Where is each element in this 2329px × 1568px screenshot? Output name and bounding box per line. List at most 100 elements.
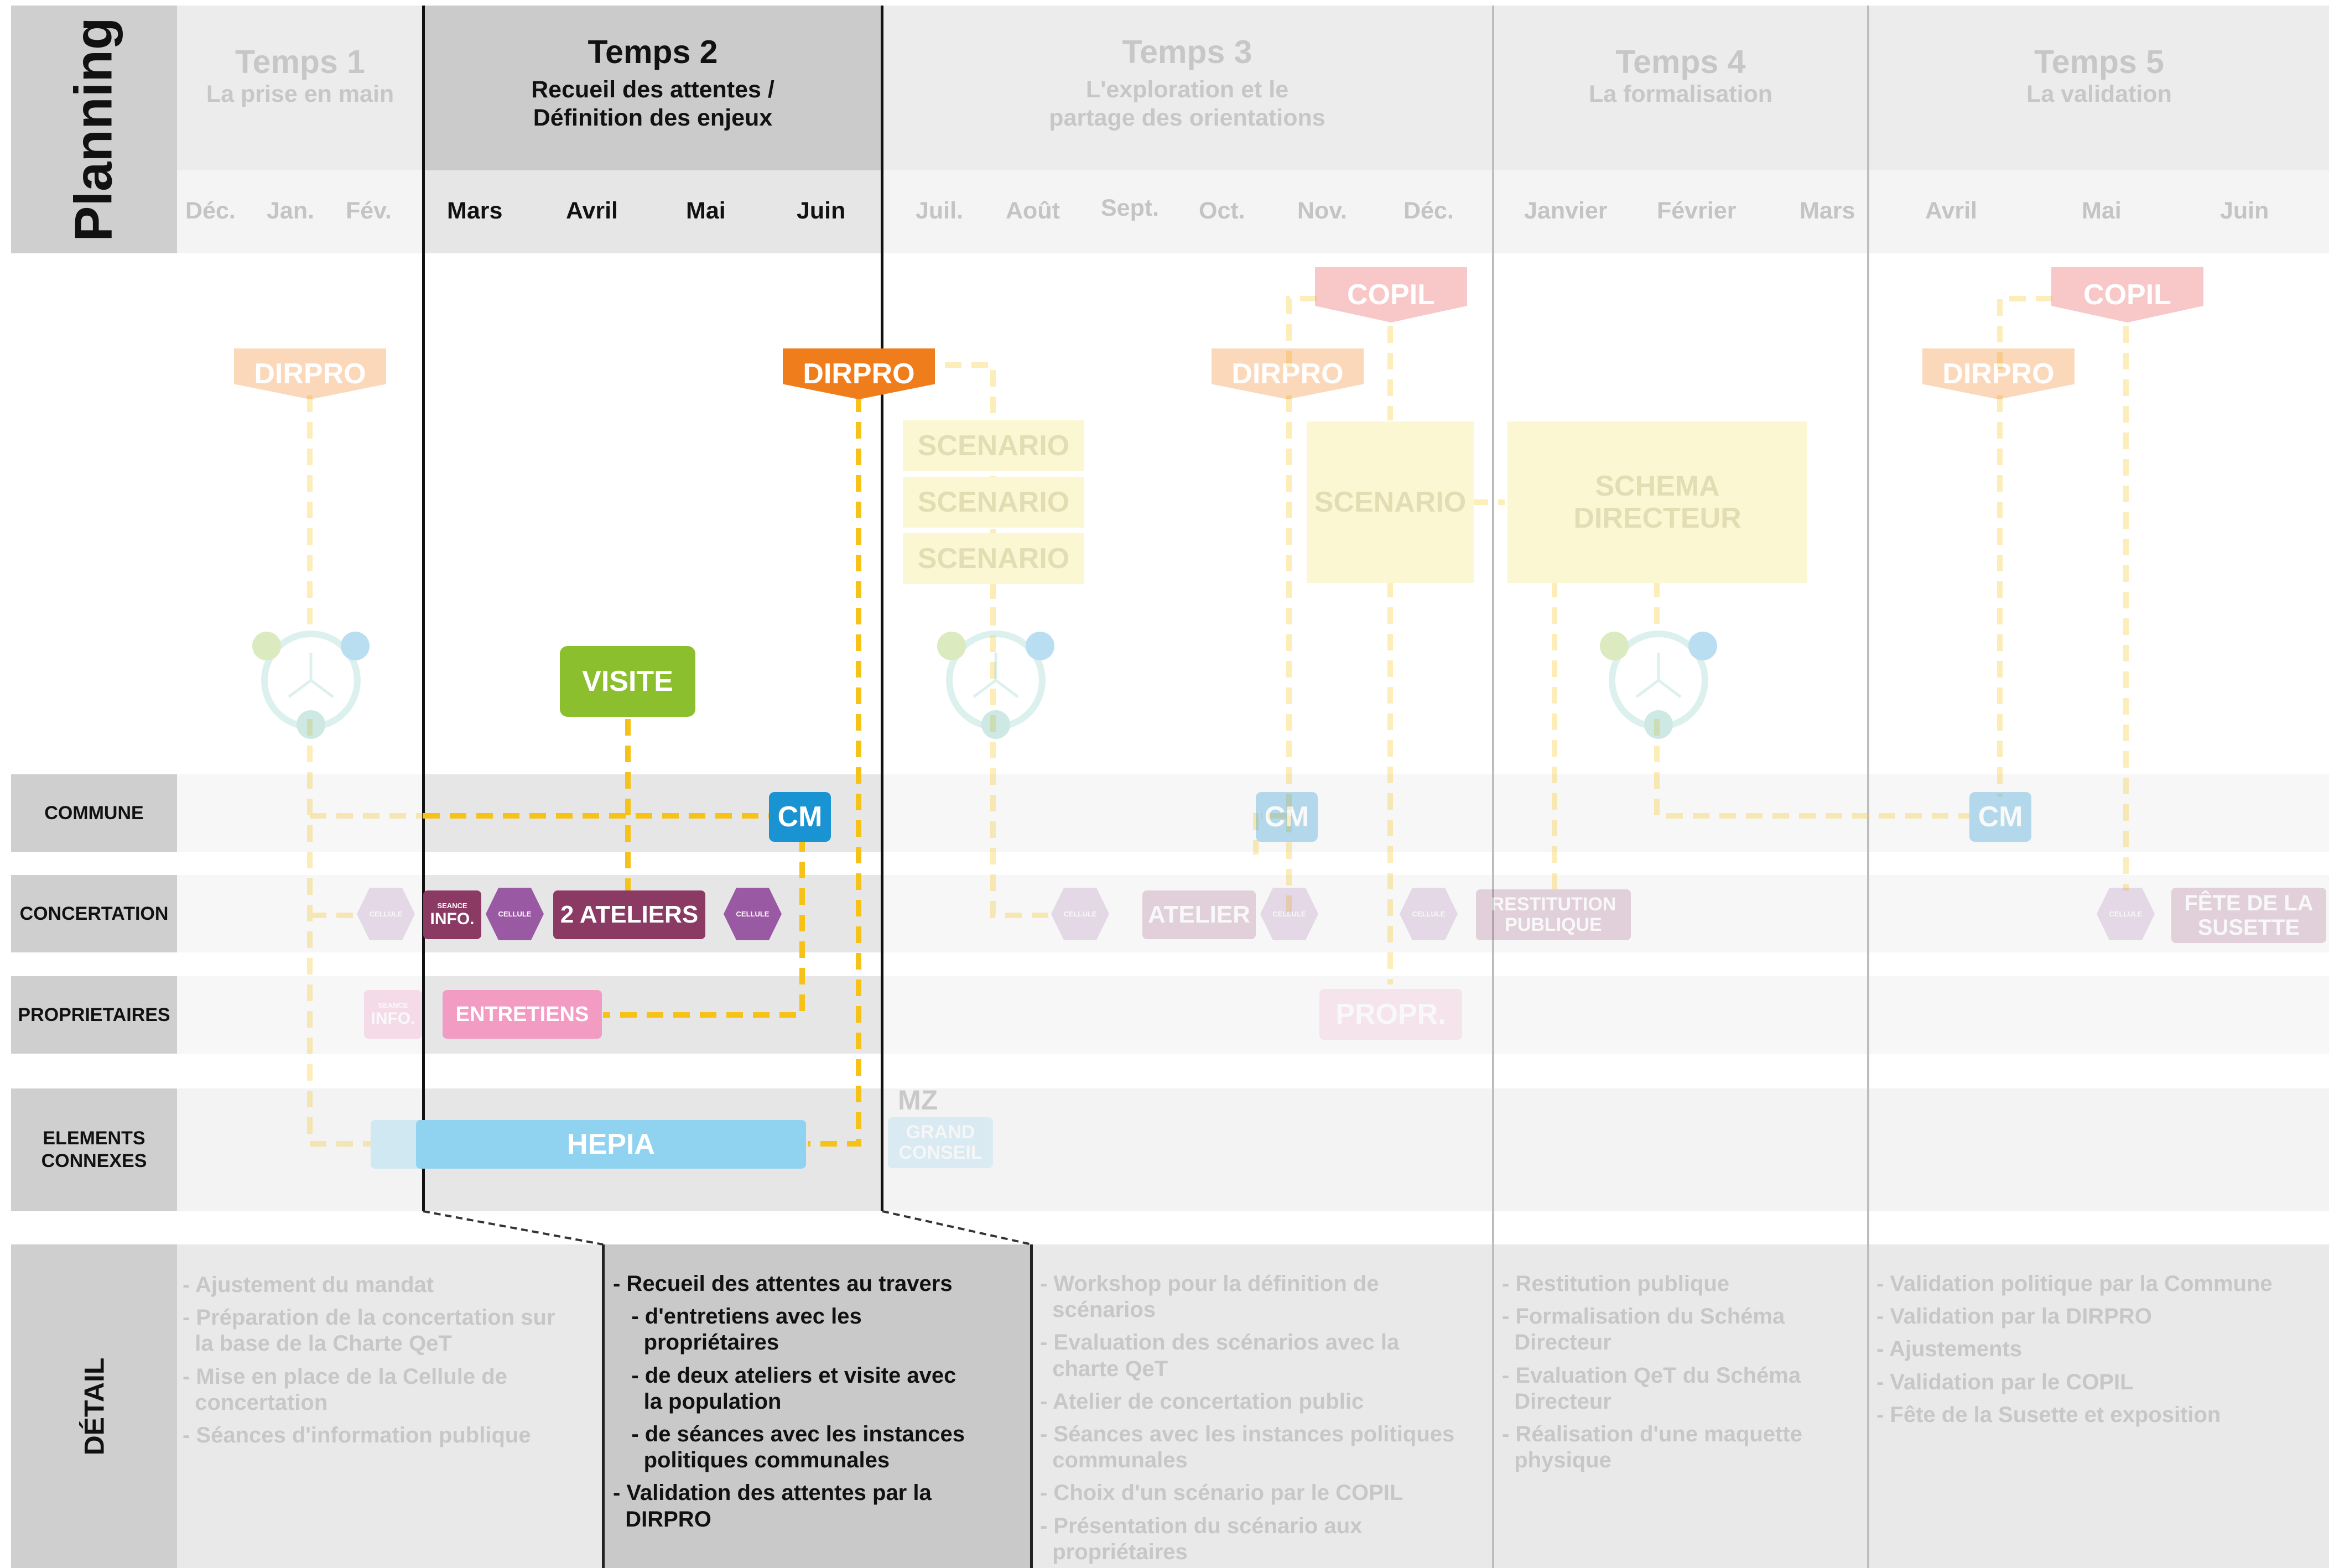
- row-label-elements: ELEMENTS CONNEXES: [11, 1088, 177, 1211]
- month-avril2: Avril: [1925, 197, 1977, 224]
- detail-3-item: - Workshop pour la définition de scénari…: [1040, 1272, 1379, 1322]
- detail-3-item: - Présentation du scénario aux propriéta…: [1040, 1513, 1363, 1564]
- detail-3-item: - Choix d'un scénario par le COPIL: [1040, 1481, 1403, 1506]
- phase-1-title: Temps 1: [235, 44, 365, 80]
- restitution-box: RESTITUTION PUBLIQUE: [1476, 889, 1631, 940]
- phase-5-title: Temps 5: [2034, 44, 2164, 80]
- month-juin: Juin: [797, 197, 846, 224]
- phase-5-header: Temps 5 La validation: [1869, 44, 2329, 108]
- phase-2-header: Temps 2 Recueil des attentes / Définitio…: [423, 34, 882, 132]
- month-juil: Juil.: [916, 197, 964, 224]
- detail-label-box: DÉTAIL: [11, 1244, 177, 1568]
- charte-qet-icon-2: [937, 631, 1054, 739]
- month-sept: Sept.: [1101, 195, 1160, 221]
- planning-label: Planning: [64, 17, 124, 242]
- detail-3-item: - Atelier de concertation public: [1040, 1389, 1364, 1414]
- seance-label: SEANCE: [437, 901, 467, 910]
- cm-box-t2: CM: [769, 792, 831, 842]
- scenario-box-2: SCENARIO: [903, 477, 1084, 528]
- phase-4-subtitle: La formalisation: [1588, 80, 1773, 107]
- detail-3-item: - Evaluation des scénarios avec la chart…: [1040, 1330, 1400, 1381]
- phase-5-subtitle: La validation: [2026, 80, 2172, 107]
- grand-conseil-box: GRAND CONSEIL: [888, 1117, 993, 1168]
- phase-2-subtitle: Recueil des attentes / Définition des en…: [531, 76, 774, 131]
- detail-col-2: - Recueil des attentes au travers - d'en…: [613, 1271, 1028, 1539]
- detail-3-item: - Séances avec les instances politiques …: [1040, 1421, 1455, 1473]
- cellule-hex-t5: CELLULE: [2097, 888, 2155, 940]
- visite-box: VISITE: [560, 646, 695, 717]
- propr-box: PROPR.: [1319, 989, 1462, 1040]
- detail-2-item: - de séances avec les instances politiqu…: [631, 1421, 965, 1473]
- cellule-hex-t2a: CELLULE: [486, 888, 544, 940]
- dirpro-tag-t3: DIRPRO: [1212, 348, 1364, 399]
- detail-5-item: - Validation politique par la Commune: [1876, 1272, 2273, 1296]
- cellule-hex-t3a: CELLULE: [1051, 888, 1109, 940]
- phase-4-header: Temps 4 La formalisation: [1494, 44, 1867, 108]
- planning-label-box: Planning: [11, 6, 177, 253]
- month-mars2: Mars: [1800, 197, 1855, 224]
- cm-box-t3: CM: [1256, 792, 1318, 842]
- cellule-hex-t3c: CELLULE: [1400, 888, 1458, 940]
- detail-4-item: - Réalisation d'une maquette physique: [1502, 1421, 1802, 1473]
- ateliers-box: 2 ATELIERS: [553, 890, 705, 939]
- temps2-months-active: [423, 170, 882, 253]
- seance-info-box-t1: SEANCE INFO.: [364, 990, 422, 1039]
- detail-label: DÉTAIL: [79, 1357, 110, 1455]
- cellule-hex-t3b: CELLULE: [1260, 888, 1318, 940]
- row-label-proprietaires: PROPRIETAIRES: [11, 976, 177, 1054]
- atelier-box-t3: ATELIER: [1142, 890, 1256, 939]
- row-label-concertation: CONCERTATION: [11, 875, 177, 952]
- fete-box: FÊTE DE LA SUSETTE: [2171, 888, 2326, 943]
- phase-1-subtitle: La prise en main: [206, 80, 394, 107]
- detail-2-item: - d'entretiens avec les propriétaires: [631, 1304, 862, 1355]
- month-dec2: Déc.: [1403, 197, 1454, 224]
- dirpro-tag-t2: DIRPRO: [783, 348, 935, 399]
- detail-1-item: - Ajustement du mandat: [183, 1273, 434, 1297]
- month-fev: Fév.: [346, 197, 392, 224]
- entretiens-box: ENTRETIENS: [443, 990, 602, 1039]
- month-fevrier: Février: [1657, 197, 1737, 224]
- phase-3-header: Temps 3 L'exploration et le partage des …: [882, 34, 1492, 132]
- detail-4-item: - Evaluation QeT du Schéma Directeur: [1502, 1363, 1801, 1414]
- detail-col-4: - Restitution publique - Formalisation d…: [1502, 1271, 1862, 1480]
- copil-tag-t5: COPIL: [2051, 267, 2203, 322]
- month-mai2: Mai: [2082, 197, 2122, 224]
- phase-4-title: Temps 4: [1615, 44, 1746, 80]
- temps2-frame-left: [422, 6, 425, 1211]
- detail-2-item: - Validation des attentes par la DIRPRO: [613, 1481, 932, 1531]
- seance-label: SEANCE: [378, 1001, 408, 1009]
- month-oct: Oct.: [1199, 197, 1245, 224]
- month-juin2: Juin: [2220, 197, 2269, 224]
- month-dec: Déc.: [185, 197, 236, 224]
- scenario-box-3: SCENARIO: [903, 533, 1084, 584]
- detail-5-item: - Fête de la Susette et exposition: [1876, 1402, 2221, 1427]
- charte-qet-icon-1: [252, 631, 370, 739]
- detail-1-item: - Mise en place de la Cellule de concert…: [183, 1364, 507, 1415]
- row-label-commune: COMMUNE: [11, 774, 177, 852]
- month-mai: Mai: [686, 197, 726, 224]
- scenario-box-chosen: SCENARIO: [1307, 421, 1474, 583]
- month-aout: Août: [1006, 197, 1060, 224]
- schema-directeur-box: SCHEMA DIRECTEUR: [1507, 421, 1807, 583]
- seance-info-box-t2: SEANCE INFO.: [423, 890, 481, 939]
- dirpro-tag-t1: DIRPRO: [234, 348, 386, 399]
- detail-col-1: - Ajustement du mandat - Préparation de …: [183, 1272, 595, 1455]
- dirpro-tag-t5: DIRPRO: [1922, 348, 2075, 399]
- temps2-header-active: [423, 6, 882, 170]
- detail-col-5: - Validation politique par la Commune - …: [1876, 1271, 2325, 1435]
- detail-4-item: - Restitution publique: [1502, 1272, 1730, 1296]
- scenario-box-1: SCENARIO: [903, 420, 1084, 471]
- cellule-hex-t2b: CELLULE: [724, 888, 782, 940]
- detail-2-item: - Recueil des attentes au travers: [613, 1272, 953, 1296]
- cm-box-t5: CM: [1969, 792, 2031, 842]
- phase-3-title: Temps 3: [1122, 34, 1252, 70]
- detail-1-item: - Séances d'information publique: [183, 1423, 531, 1447]
- month-nov: Nov.: [1297, 197, 1347, 224]
- month-janvier: Janvier: [1524, 197, 1608, 224]
- detail-1-item: - Préparation de la concertation sur la …: [183, 1305, 555, 1356]
- phase-2-title: Temps 2: [588, 34, 718, 70]
- detail-band: [177, 1244, 2329, 1568]
- temps2-frame-right: [881, 6, 883, 1211]
- detail-5-item: - Validation par le COPIL: [1876, 1369, 2134, 1394]
